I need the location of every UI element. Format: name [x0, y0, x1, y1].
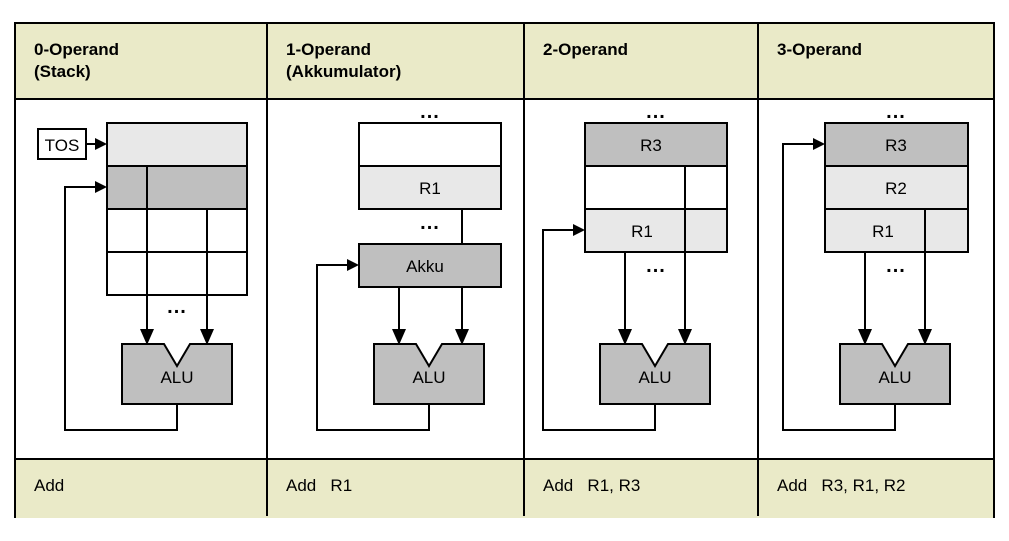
alu-shape: [839, 343, 951, 405]
ellipsis-below-stack: ...: [167, 296, 187, 318]
stack-cell-3: [106, 251, 248, 296]
reg-label-r3: R3: [640, 136, 662, 155]
alu-label: ALU: [160, 368, 193, 387]
stack-cell-1: [106, 165, 248, 210]
reg-label-r1: R1: [419, 179, 441, 198]
column-divider-2: [523, 24, 525, 516]
reg-label-r1: R1: [631, 222, 653, 241]
alu-label: ALU: [638, 368, 671, 387]
column-three-operand: 3-Operand: [759, 24, 995, 516]
feedback-path: [64, 186, 178, 431]
column-header-three-operand: 3-Operand: [777, 40, 863, 59]
reg-cell-1: [584, 165, 728, 210]
column-header-zero-operand: 0-Operand (Stack): [34, 40, 120, 82]
ellipsis-below-registers: ...: [420, 212, 440, 234]
alu-shape: [373, 343, 485, 405]
alu-input-arrowhead-right: [678, 329, 692, 345]
reg-label-r2: R2: [885, 179, 907, 198]
header-divider: [16, 98, 993, 100]
reg-label-r1: R1: [872, 222, 894, 241]
operand-format-table: 0-Operand (Stack): [14, 22, 995, 518]
alu-input-arrowhead-right: [200, 329, 214, 345]
ellipsis-above-registers: ...: [420, 101, 440, 123]
column-header-one-operand: 1-Operand (Akkumulator): [286, 40, 402, 82]
reg-cell-0: [358, 122, 502, 167]
alu-label: ALU: [412, 368, 445, 387]
instruction-one-operand: Add R1: [286, 476, 353, 495]
ellipsis-above-registers: ...: [886, 101, 906, 123]
alu-shape: [599, 343, 711, 405]
ellipsis-below-registers: ...: [886, 255, 906, 277]
feedback-arrowhead: [95, 181, 107, 193]
diagram-two-operand: ... R3 R1 ... ALU: [525, 98, 757, 460]
feedback-path: [782, 143, 896, 431]
reg-cell-2: [824, 208, 969, 253]
feedback-arrowhead: [573, 224, 585, 236]
diagram-three-operand: ... R3 R2 R1 ... ALU: [759, 98, 995, 460]
ellipsis-above-registers: ...: [646, 101, 666, 123]
tos-label: TOS: [45, 136, 80, 155]
alu-shape: [121, 343, 233, 405]
alu-input-arrowhead-left: [140, 329, 154, 345]
reg-label-r3: R3: [885, 136, 907, 155]
column-divider-1: [266, 24, 268, 516]
tos-arrowhead: [95, 138, 107, 150]
feedback-path: [316, 264, 430, 431]
alu-input-arrowhead-left: [392, 329, 406, 345]
stack-cell-2: [106, 208, 248, 253]
reg-cell-2: [584, 208, 728, 253]
diagram-one-operand: ... R1 ... Akku ALU: [268, 98, 523, 460]
alu-input-arrowhead-left: [618, 329, 632, 345]
diagram-zero-operand: TOS ALU ...: [16, 98, 266, 460]
alu-input-arrowhead-right: [455, 329, 469, 345]
column-divider-3: [757, 24, 759, 516]
column-zero-operand: 0-Operand (Stack): [16, 24, 266, 516]
column-one-operand: 1-Operand (Akkumulator): [268, 24, 523, 516]
instruction-two-operand: Add R1, R3: [543, 476, 641, 495]
accumulator-label: Akku: [406, 257, 444, 276]
tos-label-box: [37, 128, 87, 160]
alu-input-arrowhead-right: [918, 329, 932, 345]
feedback-arrowhead: [813, 138, 825, 150]
instruction-three-operand: Add R3, R1, R2: [777, 476, 906, 495]
feedback-path: [542, 229, 656, 431]
stack-cell-0: [106, 122, 248, 167]
footer-band: [16, 460, 993, 518]
alu-label: ALU: [878, 368, 911, 387]
feedback-arrowhead: [347, 259, 359, 271]
alu-input-arrowhead-left: [858, 329, 872, 345]
column-header-two-operand: 2-Operand: [543, 40, 629, 59]
instruction-zero-operand: Add: [34, 476, 65, 495]
ellipsis-below-registers: ...: [646, 255, 666, 277]
footer-divider: [16, 458, 993, 460]
accumulator-box: [358, 243, 502, 288]
header-band: [16, 24, 993, 98]
column-two-operand: 2-Operand: [525, 24, 757, 516]
